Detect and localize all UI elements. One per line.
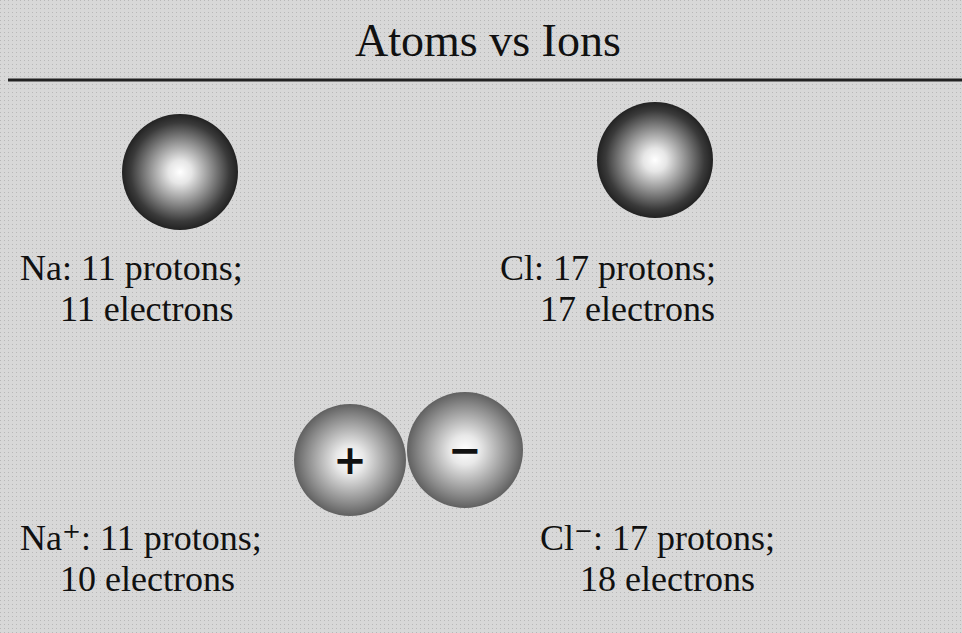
sodium-atom xyxy=(122,114,238,230)
particle-count: Na⁺: 11 protons; 10 electrons xyxy=(20,518,270,601)
particle-count: Cl: 17 protons; 17 electrons xyxy=(500,248,750,331)
title-rule xyxy=(8,79,962,82)
ion-sphere: + xyxy=(294,404,406,516)
chlorine-atom xyxy=(597,102,713,218)
ion-sphere: − xyxy=(407,392,523,508)
charge-sign: + xyxy=(333,437,367,483)
particle-count: Cl⁻: 17 protons; 18 electrons xyxy=(540,518,790,601)
title: Atoms vs Ions xyxy=(355,14,621,67)
particle-count: Na: 11 protons; 11 electrons xyxy=(20,248,270,331)
charge-sign: − xyxy=(448,427,482,473)
